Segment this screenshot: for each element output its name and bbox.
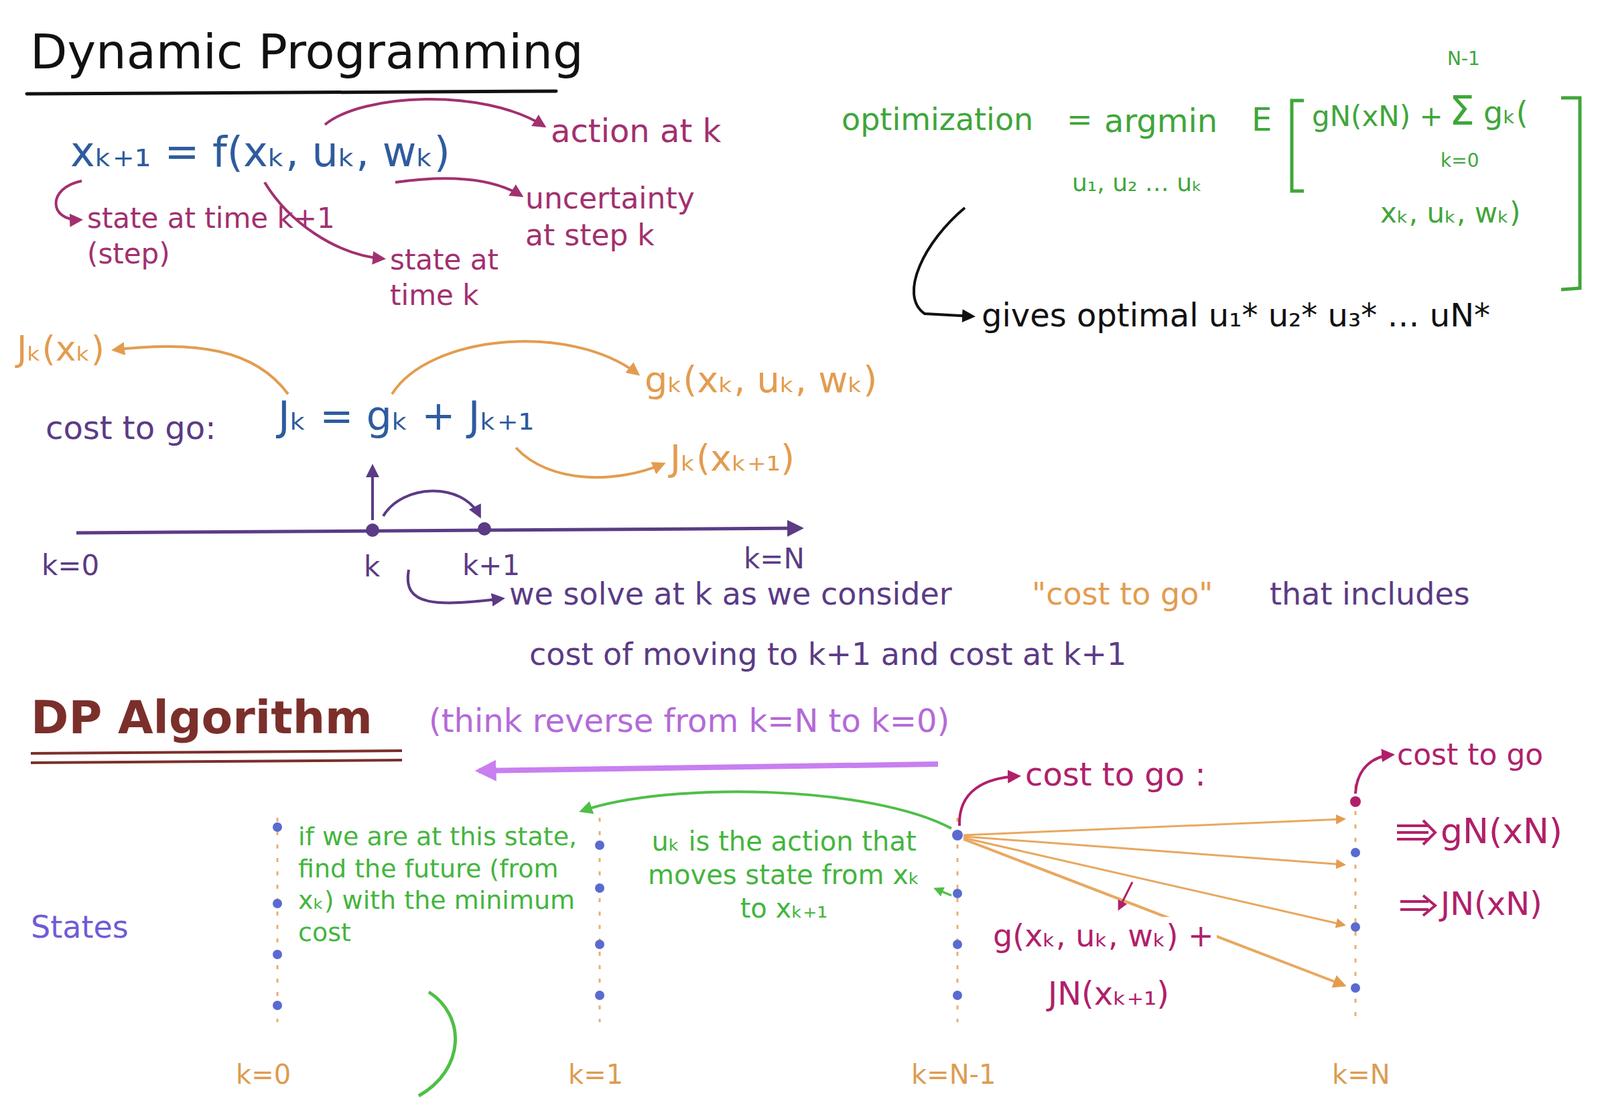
leader-arrow (581, 791, 952, 829)
annotation: gives optimal u₁* u₂* u₃* … uN* (981, 294, 1491, 336)
stage-label: k=N (1331, 1057, 1391, 1091)
leader-arrow (515, 447, 664, 478)
leader-arrow (391, 341, 638, 394)
state-dot (272, 949, 283, 959)
equation: u₁, u₂ … uₖ (1072, 167, 1203, 198)
note: uₖ is the action that moves state from x… (639, 824, 928, 925)
double-arrow (1423, 895, 1436, 916)
up-arrow (371, 466, 374, 520)
equation: argmin (1104, 100, 1218, 141)
equation: k=0 (1440, 148, 1480, 173)
bracket (1291, 100, 1304, 191)
stage-label: k=1 (568, 1057, 624, 1091)
timeline-axis (76, 527, 801, 533)
state-dot (594, 840, 605, 850)
bracket (1561, 97, 1580, 290)
equation: Jₖ(xₖ₊₁) (670, 435, 795, 482)
equation: gₖ(xₖ, uₖ, wₖ) (644, 357, 878, 403)
equation: optimization (841, 100, 1034, 140)
stage-label: k=N-1 (911, 1057, 996, 1091)
equation: Jₖ = gₖ + Jₖ₊₁ (278, 390, 535, 441)
state-dot (952, 829, 963, 841)
heading-underline (30, 750, 403, 754)
leader-arrow (56, 180, 83, 220)
step-arrow (383, 490, 480, 516)
state-dot (1350, 847, 1361, 857)
note: we solve at k as we consider (509, 574, 953, 614)
annotation: state at time k (389, 242, 531, 313)
transition-line (963, 818, 1345, 835)
state-dot (272, 898, 283, 908)
equation: gN(xN) (1440, 809, 1563, 853)
page-title: Dynamic Programming (30, 21, 584, 82)
note: (think reverse from k=N to k=0) (428, 700, 950, 741)
note: that includes (1269, 574, 1471, 614)
double-arrow (1400, 901, 1429, 910)
annotation: action at k (550, 110, 721, 151)
timeline-dot (477, 521, 492, 536)
equation: N-1 (1447, 46, 1481, 71)
state-dot (272, 822, 283, 832)
timeline-dot (365, 523, 380, 537)
equation: = (1066, 100, 1093, 140)
equation: gN(xN) + (1311, 99, 1444, 135)
state-dot (594, 939, 605, 949)
note: "cost to go" (1031, 574, 1214, 614)
annotation: state at time k+1 (step) (87, 201, 403, 272)
state-dot (1350, 795, 1361, 807)
stage-column (276, 817, 279, 1022)
state-dot (594, 990, 605, 1000)
axis-label: k=0 (41, 548, 100, 584)
state-dot (272, 1000, 283, 1010)
stage-label: k=0 (235, 1057, 291, 1091)
annotation: cost to go: (45, 407, 216, 448)
equation: xₖ₊₁ = f(xₖ, uₖ, wₖ) (70, 125, 451, 179)
note: if we are at this state, find the future… (298, 820, 593, 949)
equation: gₖ( (1483, 93, 1529, 133)
leader-arrow (959, 775, 1019, 826)
title-underline (26, 91, 557, 94)
section-heading: DP Algorithm (30, 688, 373, 746)
state-dot (952, 939, 963, 949)
equation: JN(xN) (1440, 883, 1543, 924)
state-dot (594, 883, 605, 893)
leader-arrow (324, 99, 545, 126)
bracket (418, 991, 456, 1096)
triple-arrow (1396, 825, 1429, 839)
state-dot (952, 990, 963, 1000)
annotation: cost to go (1396, 735, 1544, 773)
reverse-arrow (479, 763, 939, 771)
state-dot (1350, 921, 1361, 932)
leader-arrow (1118, 881, 1133, 909)
equation: Jₖ(xₖ) (16, 326, 105, 371)
equation: E (1251, 99, 1272, 140)
triple-arrow (1423, 820, 1436, 845)
heading-underline (30, 759, 403, 763)
leader-arrow (395, 178, 522, 196)
transition-line (963, 838, 1345, 985)
equation: JN(xₖ₊₁) (1045, 972, 1172, 1014)
axis-label: k=N (743, 541, 805, 577)
leader-arrow (113, 346, 289, 394)
annotation: uncertainty at step k (525, 179, 720, 254)
axis-label: States (30, 907, 129, 947)
equation: xₖ, uₖ, wₖ) (1380, 195, 1521, 232)
hook-arrow (913, 207, 973, 317)
note: cost of moving to k+1 and cost at k+1 (529, 635, 1127, 675)
axis-label: k (363, 549, 380, 585)
leader-arrow (1355, 754, 1393, 794)
leader-arrow (935, 888, 952, 896)
annotation: cost to go : (1025, 753, 1207, 794)
state-dot (1350, 982, 1361, 993)
state-dot (952, 888, 963, 898)
equation: g(xₖ, uₖ, wₖ) + (990, 916, 1217, 956)
equation: Σ (1449, 85, 1475, 137)
